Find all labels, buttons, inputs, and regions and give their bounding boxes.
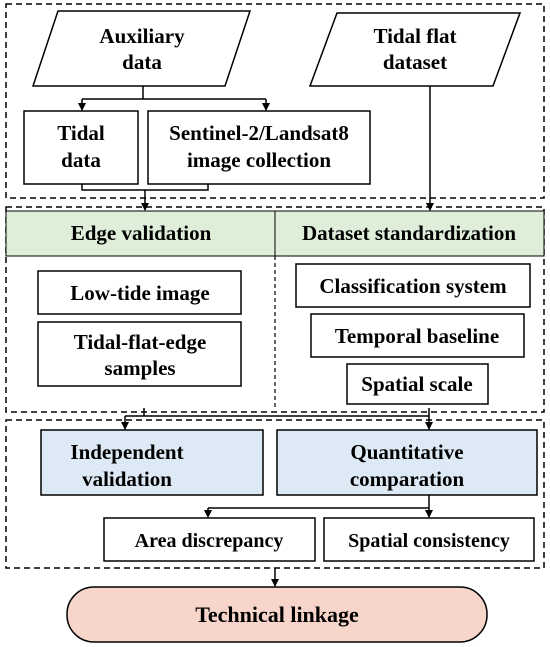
tidal-data-label-2: data xyxy=(61,148,101,172)
spatial-scale-node xyxy=(346,363,489,405)
technical-linkage-node xyxy=(66,586,488,643)
auxiliary-data-node xyxy=(31,10,252,87)
low-tide-image-label: Low-tide image xyxy=(70,281,209,305)
input-section-frame xyxy=(5,3,545,199)
independent-validation-label-1: Independent xyxy=(70,440,183,464)
connector-inputs-merge xyxy=(81,184,209,191)
tidal-data-label-1: Tidal xyxy=(57,121,105,145)
image-collection-label-1: Sentinel-2/Landsat8 xyxy=(169,121,349,145)
auxiliary-data-label-1: Auxiliary xyxy=(99,24,185,48)
low-tide-image-node xyxy=(37,270,242,315)
technical-linkage-label: Technical linkage xyxy=(195,602,359,627)
temporal-baseline-label: Temporal baseline xyxy=(335,324,499,348)
tidal-data-node xyxy=(23,110,139,185)
edge-samples-label-2: samples xyxy=(104,356,175,380)
quantitative-comparation-node xyxy=(276,429,538,496)
dataset-standardization-label: Dataset standardization xyxy=(302,221,516,245)
connectors xyxy=(78,86,434,587)
spatial-consistency-node xyxy=(323,517,535,562)
edge-validation-label: Edge validation xyxy=(71,221,212,245)
spatial-consistency-label: Spatial consistency xyxy=(348,530,510,552)
temporal-baseline-node xyxy=(310,313,525,358)
independent-validation-label-2: validation xyxy=(82,467,172,491)
tidal-flat-dataset-node xyxy=(308,12,522,87)
tidal-flat-dataset-label-1: Tidal flat xyxy=(373,24,456,48)
independent-validation-node xyxy=(40,429,264,496)
image-collection-label-2: image collection xyxy=(187,148,331,172)
area-discrepancy-node xyxy=(103,517,316,562)
quantitative-comparation-label-1: Quantitative xyxy=(350,440,463,464)
tidal-flat-dataset-label-2: dataset xyxy=(383,50,447,74)
auxiliary-data-label-2: data xyxy=(122,50,162,74)
processing-section-frame xyxy=(5,206,545,413)
area-discrepancy-label: Area discrepancy xyxy=(135,530,284,552)
classification-system-label: Classification system xyxy=(319,274,507,298)
classification-system-node xyxy=(295,263,531,308)
edge-samples-node xyxy=(37,321,242,387)
edge-samples-label-1: Tidal-flat-edge xyxy=(74,330,207,354)
image-collection-node xyxy=(147,110,371,185)
spatial-scale-label: Spatial scale xyxy=(361,372,472,396)
quantitative-comparation-label-2: comparation xyxy=(350,467,465,491)
